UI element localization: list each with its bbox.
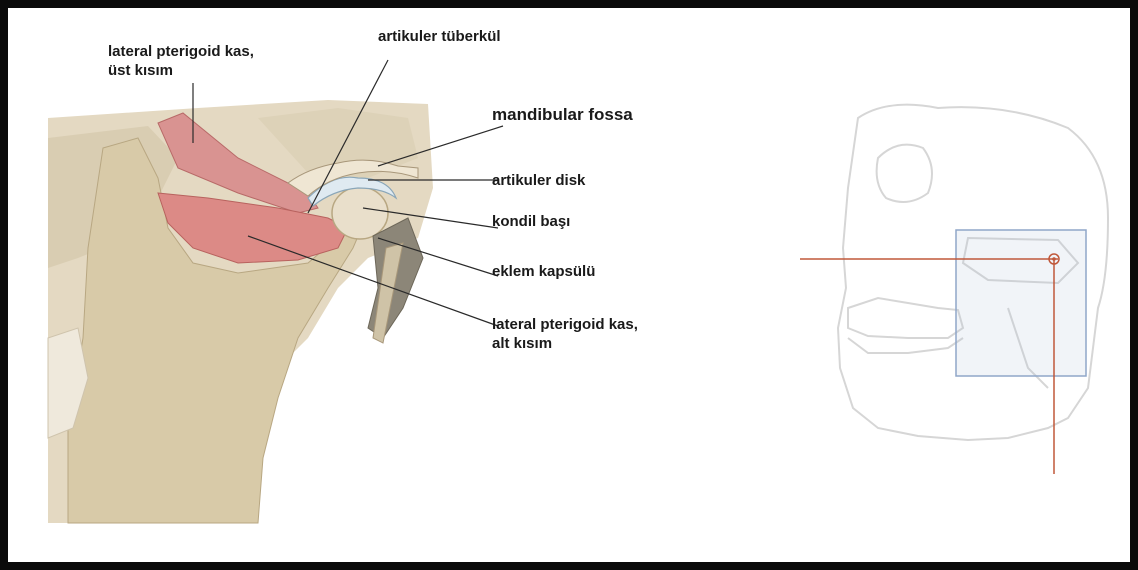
label-condyle-head: kondil başı [492, 212, 570, 231]
label-articular-tubercle: artikuler tüberkül [378, 27, 501, 46]
label-mandibular-fossa: mandibular fossa [492, 105, 633, 124]
condyle-head [332, 187, 388, 239]
target-dot [1052, 257, 1056, 261]
tmj-illustration [8, 8, 1130, 562]
label-lateral-pterygoid-upper: lateral pterigoid kas, üst kısım [108, 42, 254, 80]
inset-highlight-box [956, 230, 1086, 376]
label-lateral-pterygoid-lower: lateral pterigoid kas, alt kısım [492, 315, 638, 353]
label-articular-disc: artikuler disk [492, 171, 585, 190]
label-joint-capsule: eklem kapsülü [492, 262, 595, 281]
